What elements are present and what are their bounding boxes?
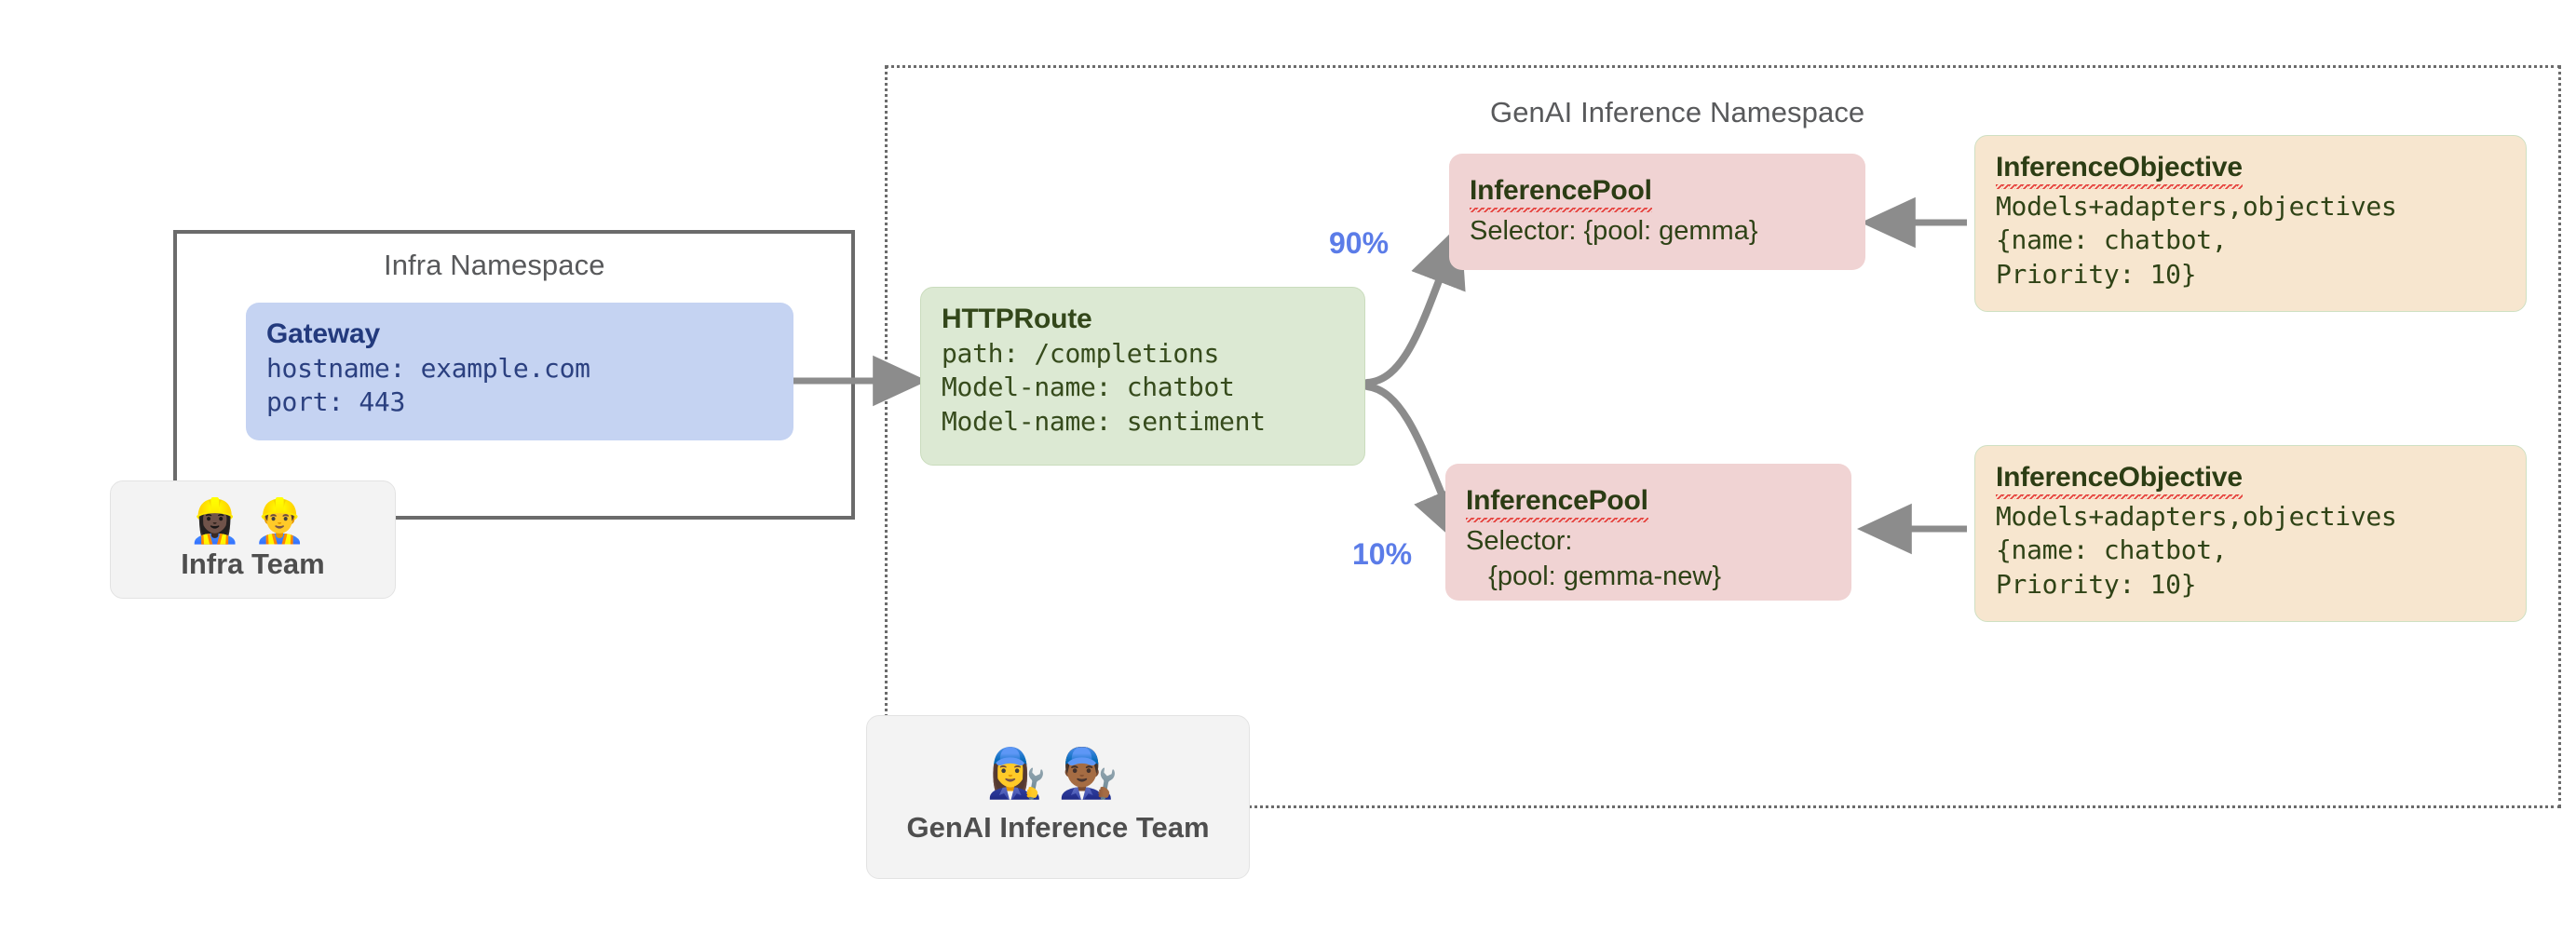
inferencepool-gemma-new-selector-line-1: Selector: — [1466, 526, 1573, 556]
inferenceobjective-top-line-3: Priority: 10} — [1996, 258, 2197, 290]
gateway-card-line-2: port: 443 — [266, 386, 406, 418]
infra-team-label: Infra Team — [181, 547, 325, 580]
inferenceobjective-top-card[interactable]: InferenceObjective Models+adapters,objec… — [1974, 135, 2527, 312]
inferenceobjective-bottom-card[interactable]: InferenceObjective Models+adapters,objec… — [1974, 445, 2527, 622]
inferenceobjective-bottom-line-1: Models+adapters,objectives — [1996, 501, 2397, 532]
infra-namespace-boundary — [173, 230, 855, 520]
inferencepool-gemma-selector: Selector: {pool: gemma} — [1470, 216, 1758, 246]
gateway-card-title: Gateway — [266, 318, 380, 349]
httproute-card-line-3: Model-name: sentiment — [942, 405, 1266, 437]
gateway-card[interactable]: Gateway hostname: example.com port: 443 — [246, 303, 793, 440]
httproute-card[interactable]: HTTPRoute path: /completions Model-name:… — [920, 287, 1365, 466]
gateway-card-line-1: hostname: example.com — [266, 353, 590, 384]
httproute-card-line-1: path: /completions — [942, 338, 1220, 369]
genai-inference-namespace-boundary — [885, 65, 2561, 808]
infra-team-icons: 👷🏿‍♀️👷‍♂️ — [188, 495, 318, 545]
infra-namespace-title: Infra Namespace — [384, 249, 605, 281]
traffic-weight-90: 90% — [1329, 226, 1390, 260]
infra-team-card[interactable]: 👷🏿‍♀️👷‍♂️ Infra Team — [110, 480, 396, 599]
httproute-card-title: HTTPRoute — [942, 304, 1092, 334]
inferencepool-gemma-card-title: InferencePool — [1470, 172, 1652, 212]
inferencepool-gemma-new-card-title: InferencePool — [1466, 482, 1648, 522]
inferencepool-gemma-card[interactable]: InferencePool Selector: {pool: gemma} — [1449, 154, 1865, 270]
genai-inference-team-icons: 👩‍🔧👨🏾‍🔧 — [986, 747, 1130, 801]
inferenceobjective-bottom-line-3: Priority: 10} — [1996, 568, 2197, 600]
genai-inference-namespace-title: GenAI Inference Namespace — [1490, 96, 1865, 128]
genai-inference-team-label: GenAI Inference Team — [906, 811, 1210, 844]
inferenceobjective-bottom-line-2: {name: chatbot, — [1996, 534, 2228, 566]
inferencepool-gemma-new-card[interactable]: InferencePool Selector: {pool: gemma-new… — [1445, 464, 1851, 601]
genai-inference-team-card[interactable]: 👩‍🔧👨🏾‍🔧 GenAI Inference Team — [866, 715, 1250, 879]
inferenceobjective-top-card-title: InferenceObjective — [1996, 149, 2243, 189]
httproute-card-line-2: Model-name: chatbot — [942, 372, 1235, 403]
inferencepool-gemma-new-selector-line-2: {pool: gemma-new} — [1466, 561, 1722, 591]
inferenceobjective-top-line-1: Models+adapters,objectives — [1996, 191, 2397, 222]
traffic-weight-10: 10% — [1352, 537, 1413, 571]
arrow-httproute-to-pool-gemma — [1363, 223, 1466, 386]
inferenceobjective-top-line-2: {name: chatbot, — [1996, 224, 2228, 256]
inferenceobjective-bottom-card-title: InferenceObjective — [1996, 459, 2243, 499]
arrow-httproute-to-pool-gemma-new — [1363, 383, 1468, 551]
